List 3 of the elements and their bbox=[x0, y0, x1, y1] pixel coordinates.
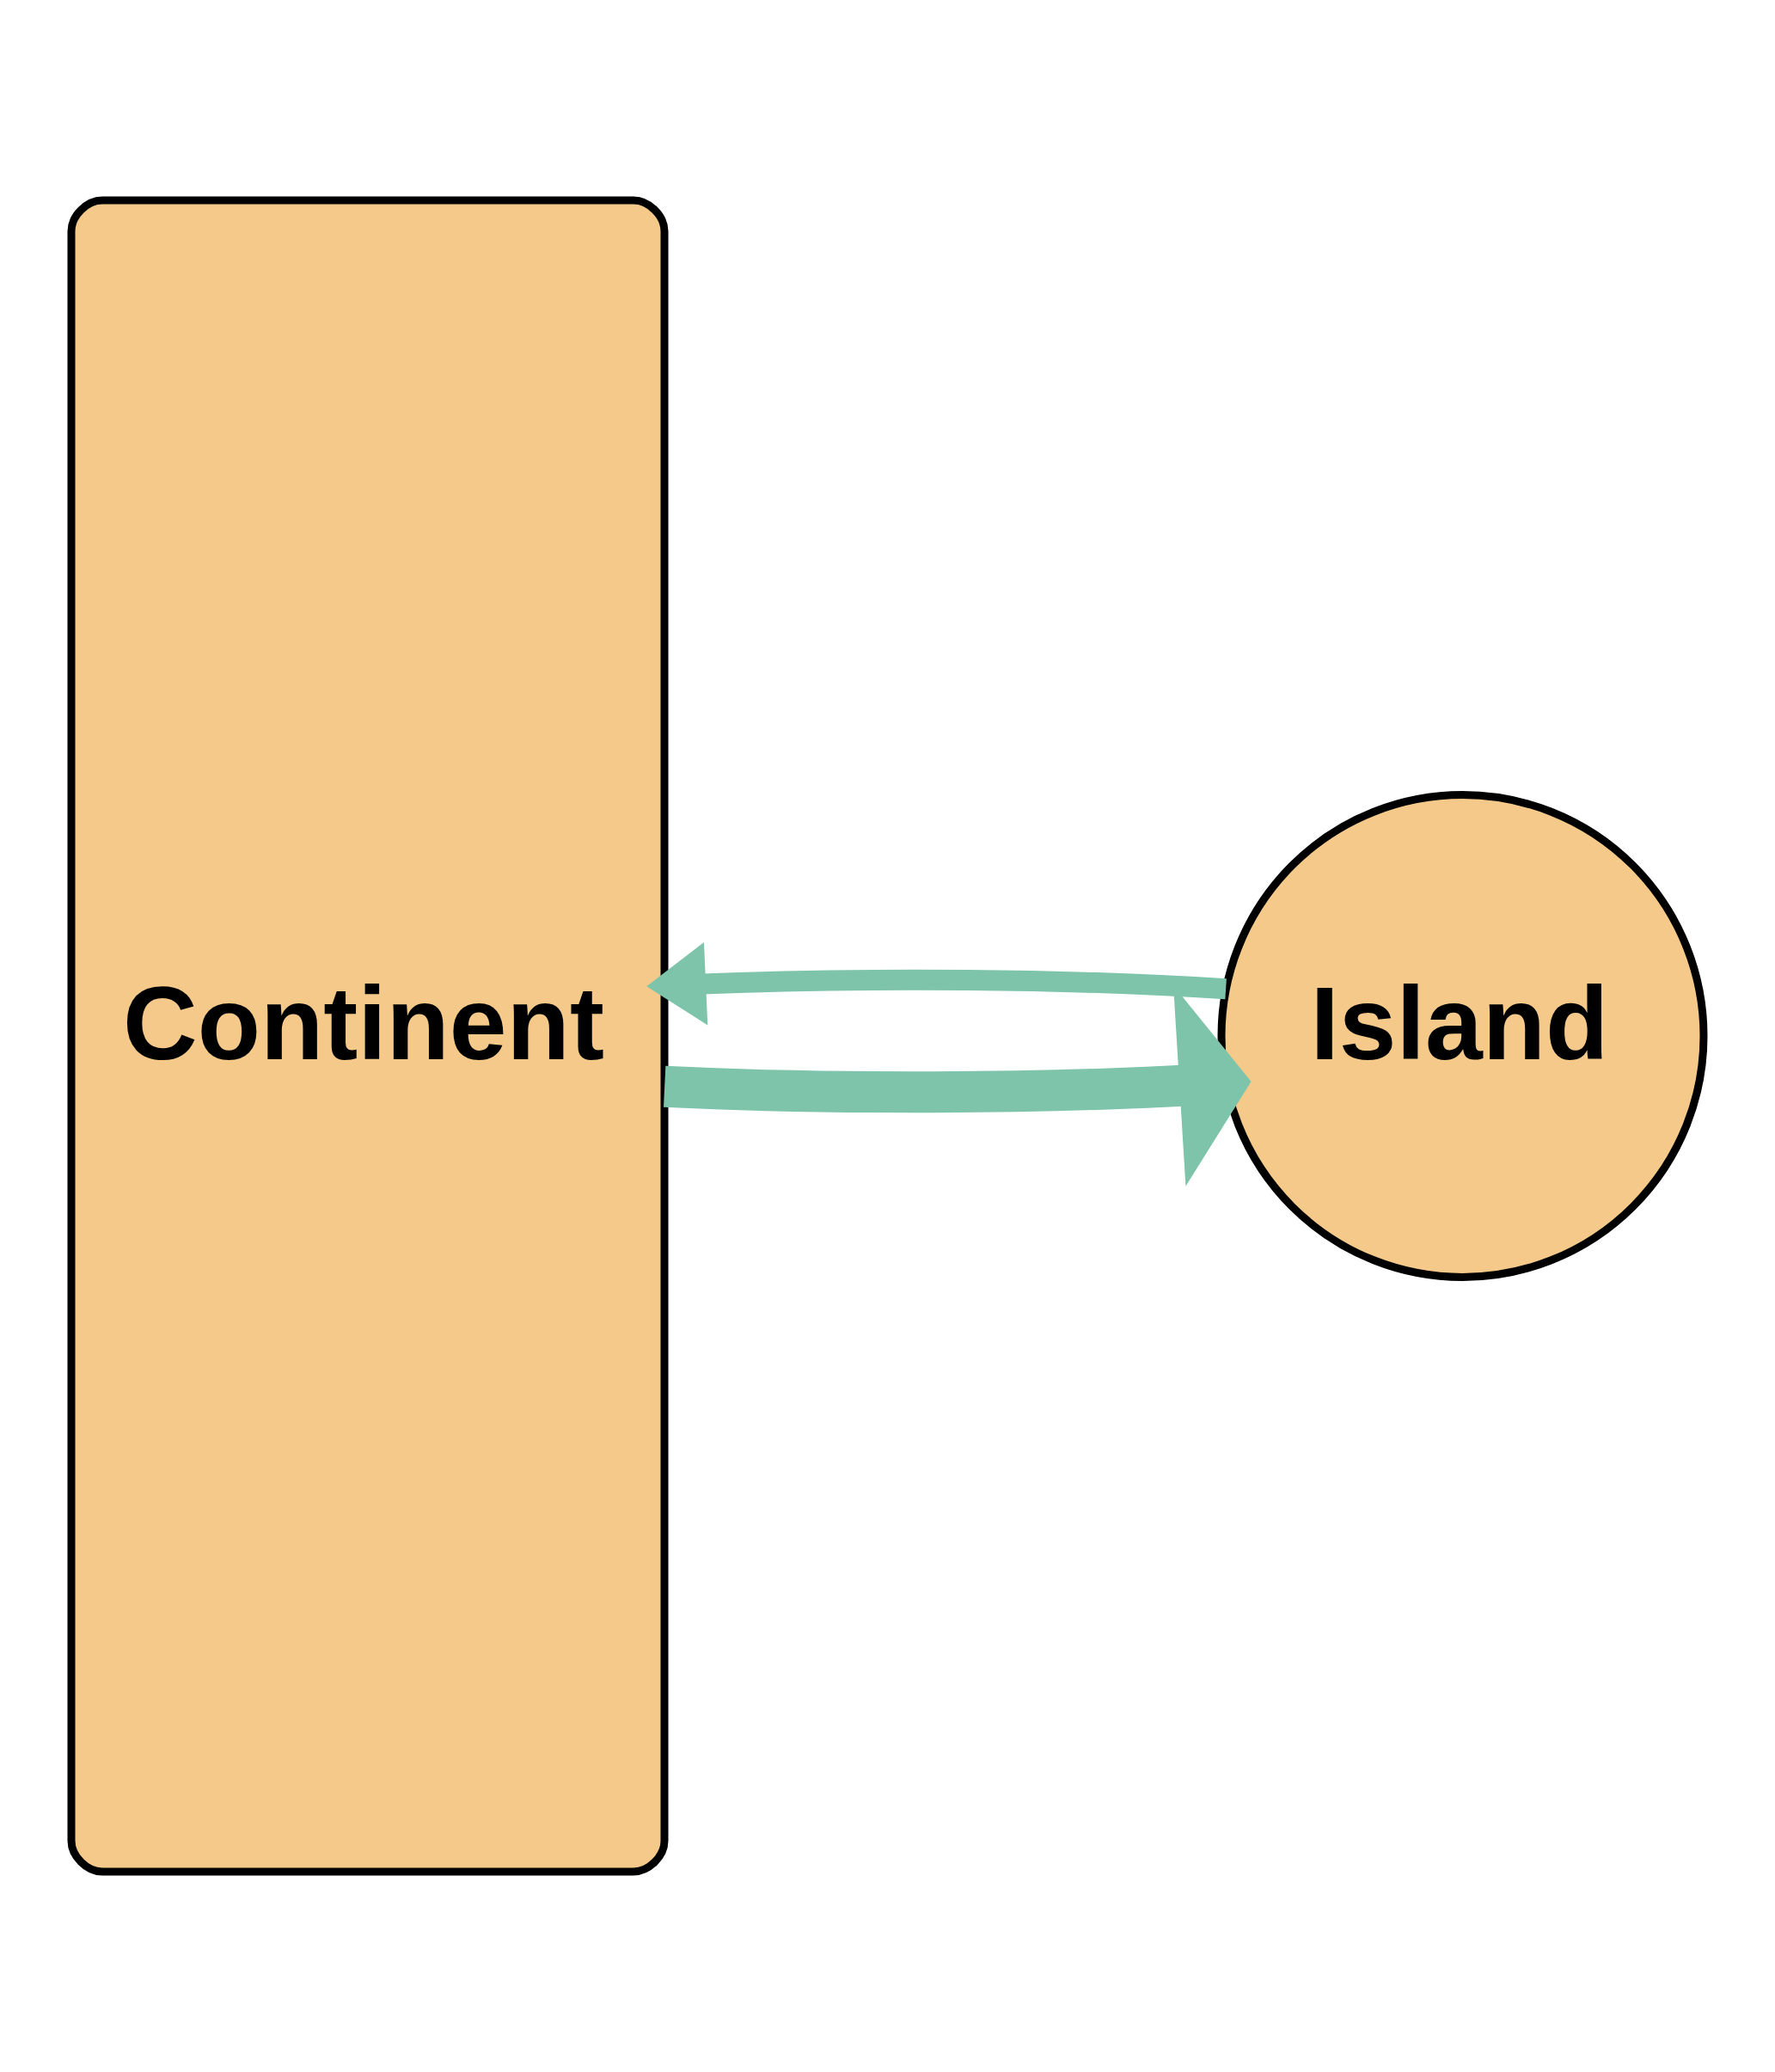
node-box: Continent bbox=[67, 196, 669, 1876]
node-circle: Island bbox=[1217, 791, 1708, 1281]
arrow bbox=[646, 941, 1227, 1026]
